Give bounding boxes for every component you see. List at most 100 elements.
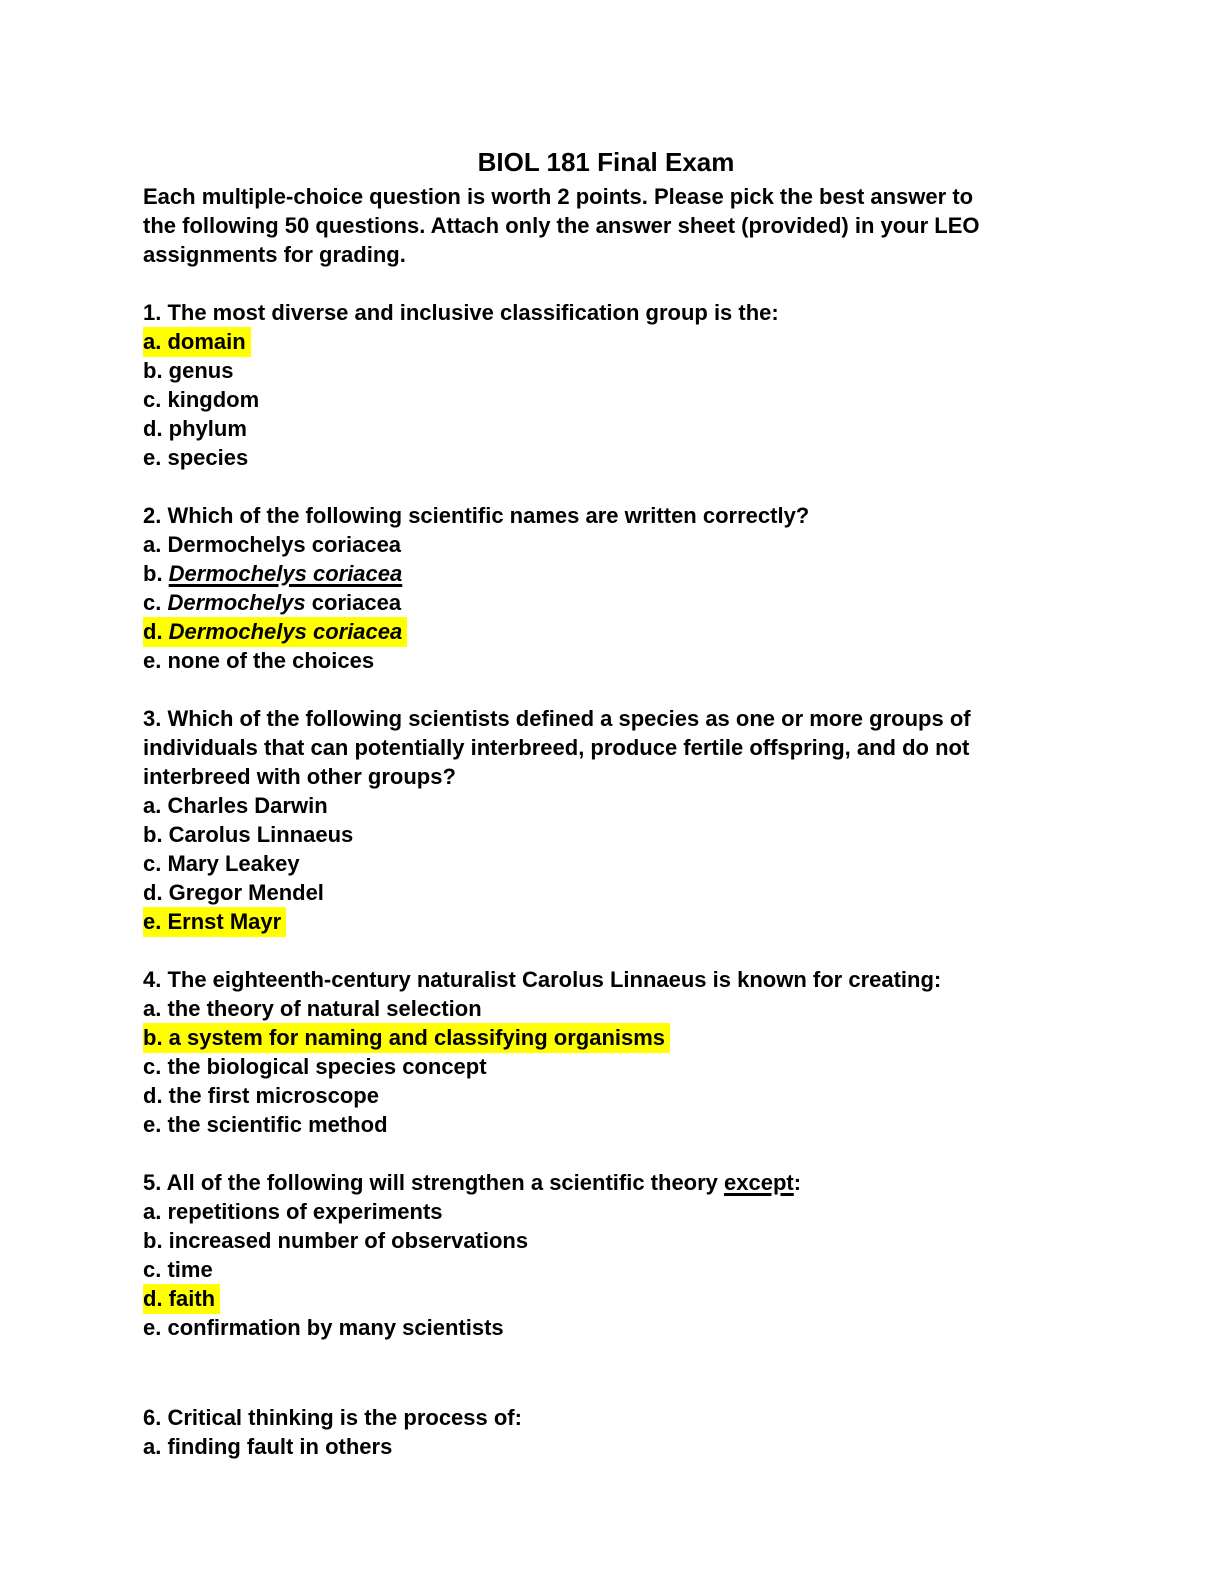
- answer-option: c. Mary Leakey: [143, 849, 1069, 878]
- text-segment: time: [167, 1257, 213, 1282]
- text-segment: b.: [143, 1228, 169, 1253]
- text-segment: e.: [143, 445, 168, 470]
- answer-option: a. the theory of natural selection: [143, 994, 1069, 1023]
- text-segment: a.: [143, 329, 168, 354]
- answer-option: d. phylum: [143, 414, 1069, 443]
- answer-option: c. the biological species concept: [143, 1052, 1069, 1081]
- text-segment: coriacea: [305, 590, 402, 615]
- instructions-line: Each multiple-choice question is worth 2…: [143, 184, 974, 209]
- text-segment: interbreed with other groups?: [143, 764, 456, 789]
- text-segment: e.: [143, 648, 168, 673]
- answer-option: c. kingdom: [143, 385, 1069, 414]
- question-2: 2. Which of the following scientific nam…: [143, 501, 1069, 675]
- answer-option: e. the scientific method: [143, 1110, 1069, 1139]
- answer-option: b. Carolus Linnaeus: [143, 820, 1069, 849]
- answer-option: d. Dermochelys coriacea: [143, 617, 1069, 647]
- text-segment: the theory of natural selection: [167, 996, 482, 1021]
- answer-option: e. Ernst Mayr: [143, 907, 1069, 937]
- question-prompt-line: interbreed with other groups?: [143, 762, 1069, 791]
- text-segment: finding fault in others: [167, 1434, 393, 1459]
- text-segment: 1. The most diverse and inclusive classi…: [143, 300, 779, 325]
- answer-option: a. repetitions of experiments: [143, 1197, 1069, 1226]
- question-4: 4. The eighteenth-century naturalist Car…: [143, 965, 1069, 1139]
- text-segment: a.: [143, 532, 168, 557]
- text-segment: phylum: [168, 416, 247, 441]
- text-segment: :: [793, 1170, 802, 1195]
- question-3: 3. Which of the following scientists def…: [143, 704, 1069, 937]
- question-1: 1. The most diverse and inclusive classi…: [143, 298, 1069, 472]
- text-segment: Gregor Mendel: [168, 880, 324, 905]
- question-prompt-line: 6. Critical thinking is the process of:: [143, 1403, 1069, 1432]
- text-segment: Ernst Mayr: [167, 909, 282, 934]
- answer-option: e. species: [143, 443, 1069, 472]
- text-segment: e.: [143, 1315, 168, 1340]
- text-segment: 3. Which of the following scientists def…: [143, 706, 971, 731]
- text-segment: e.: [143, 909, 168, 934]
- text-segment: c.: [143, 387, 168, 412]
- text-segment: d.: [143, 880, 169, 905]
- text-segment: d.: [143, 416, 169, 441]
- text-segment: d.: [143, 619, 169, 644]
- answer-option: b. increased number of observations: [143, 1226, 1069, 1255]
- question-6: 6. Critical thinking is the process of:a…: [143, 1403, 1069, 1461]
- page-title: BIOL 181 Final Exam: [477, 147, 735, 177]
- answer-option: d. Gregor Mendel: [143, 878, 1069, 907]
- page-content: BIOL 181 Final Exam Each multiple-choice…: [143, 146, 1069, 1461]
- text-segment: 6. Critical thinking is the process of:: [143, 1405, 522, 1430]
- text-segment: a.: [143, 793, 168, 818]
- text-segment: Dermochelys coriacea: [168, 619, 403, 644]
- highlighted-answer: a. domain: [143, 327, 251, 357]
- text-segment: a system for naming and classifying orga…: [168, 1025, 666, 1050]
- instructions-line: the following 50 questions. Attach only …: [143, 213, 980, 238]
- text-segment: b.: [143, 1025, 169, 1050]
- text-segment: a.: [143, 996, 168, 1021]
- answer-option: a. finding fault in others: [143, 1432, 1069, 1461]
- text-segment: none of the choices: [167, 648, 375, 673]
- highlighted-answer: d. faith: [143, 1284, 221, 1314]
- question-prompt-line: 5. All of the following will strengthen …: [143, 1168, 1069, 1197]
- question-prompt-line: 2. Which of the following scientific nam…: [143, 501, 1069, 530]
- text-segment: 2. Which of the following scientific nam…: [143, 503, 810, 528]
- text-segment: confirmation by many scientists: [167, 1315, 504, 1340]
- text-segment: domain: [167, 329, 246, 354]
- text-segment: Carolus Linnaeus: [168, 822, 354, 847]
- answer-option: a. domain: [143, 327, 1069, 357]
- text-segment: c.: [143, 851, 168, 876]
- highlighted-answer: e. Ernst Mayr: [143, 907, 287, 937]
- question-prompt-line: 3. Which of the following scientists def…: [143, 704, 1069, 733]
- text-segment: Charles Darwin: [167, 793, 328, 818]
- answer-option: d. the first microscope: [143, 1081, 1069, 1110]
- answer-option: a. Dermochelys coriacea: [143, 530, 1069, 559]
- answer-option: c. time: [143, 1255, 1069, 1284]
- text-segment: 4. The eighteenth-century naturalist Car…: [143, 967, 942, 992]
- answer-option: e. confirmation by many scientists: [143, 1313, 1069, 1342]
- text-segment: Dermochelys: [167, 590, 306, 615]
- text-segment: d.: [143, 1286, 169, 1311]
- text-segment: species: [167, 445, 249, 470]
- questions: 1. The most diverse and inclusive classi…: [143, 298, 1069, 1461]
- text-segment: d.: [143, 1083, 169, 1108]
- text-segment: c.: [143, 590, 168, 615]
- text-segment: a.: [143, 1199, 168, 1224]
- question-prompt-line: 1. The most diverse and inclusive classi…: [143, 298, 1069, 327]
- text-segment: b.: [143, 561, 169, 586]
- text-segment: repetitions of experiments: [167, 1199, 443, 1224]
- text-segment: increased number of observations: [168, 1228, 529, 1253]
- text-segment: b.: [143, 358, 169, 383]
- question-prompt-line: 4. The eighteenth-century naturalist Car…: [143, 965, 1069, 994]
- answer-option: e. none of the choices: [143, 646, 1069, 675]
- text-segment: faith: [168, 1286, 216, 1311]
- text-segment: genus: [168, 358, 234, 383]
- answer-option: c. Dermochelys coriacea: [143, 588, 1069, 617]
- text-segment: the biological species concept: [167, 1054, 487, 1079]
- text-segment: b.: [143, 822, 169, 847]
- question-5: 5. All of the following will strengthen …: [143, 1168, 1069, 1342]
- text-segment: except: [724, 1170, 794, 1195]
- text-segment: c.: [143, 1054, 168, 1079]
- highlighted-answer: b. a system for naming and classifying o…: [143, 1023, 671, 1053]
- text-segment: Mary Leakey: [167, 851, 300, 876]
- answer-option: b. genus: [143, 356, 1069, 385]
- highlighted-answer: d. Dermochelys coriacea: [143, 617, 408, 647]
- text-segment: Dermochelys coriacea: [167, 532, 402, 557]
